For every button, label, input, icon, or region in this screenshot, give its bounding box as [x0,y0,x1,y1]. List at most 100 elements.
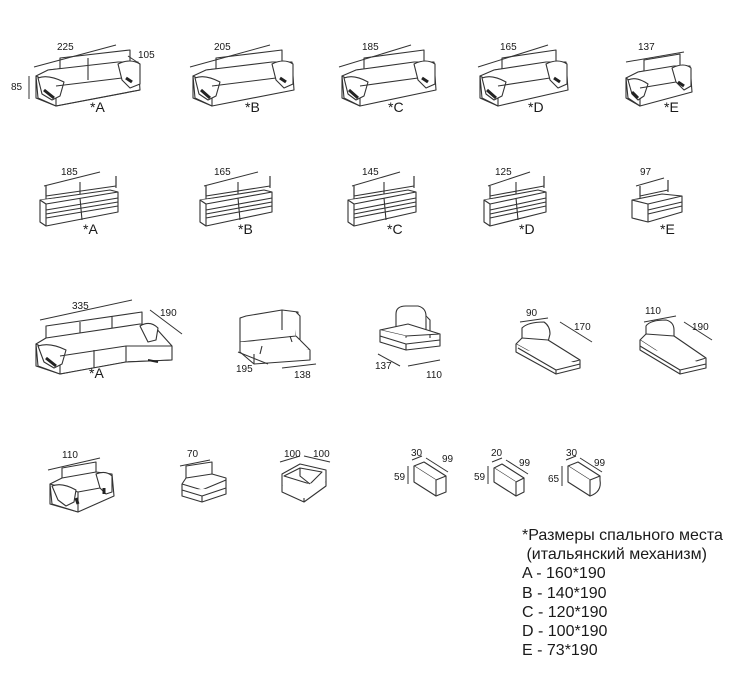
sofa-3a-corner [35,311,173,375]
dim-line [303,455,331,463]
variant-label: *A [90,99,105,115]
dim-label: 59 [474,472,486,483]
dim-line [279,455,301,463]
dim-label: 90 [526,308,538,319]
dim-line [565,455,577,461]
dim-label: 99 [594,458,606,469]
armless-chair-70 [181,461,227,503]
dim-line [425,457,449,473]
armrest-module [567,461,601,497]
dim-label: 110 [645,306,661,317]
dim-label: 145 [362,167,379,178]
dim-line [625,51,685,63]
dim-label: 137 [638,42,655,53]
variant-label: *A [83,221,98,237]
dim-label: 70 [187,449,199,460]
dim-label: 137 [375,361,392,372]
legend-item-d: D - 100*190 [522,623,608,641]
variant-label: *A [89,365,104,381]
chaise-module-90 [515,321,581,375]
dim-line [559,321,593,343]
dim-label: 185 [61,167,78,178]
dim-line [43,171,101,187]
dim-line [127,55,141,65]
dim-label: 105 [138,50,155,61]
dim-label: 335 [72,301,89,312]
sofa-2d [483,176,547,227]
block-module-2 [493,463,525,497]
dim-label: 138 [294,370,311,381]
variant-label: *B [245,99,260,115]
armchair-110 [49,461,115,513]
dim-label: 205 [214,42,231,53]
dim-line [487,171,531,187]
dim-label: 190 [692,322,709,333]
variant-label: *B [238,221,253,237]
dim-line [377,353,401,367]
dim-line [237,351,269,365]
dim-label: 100 [284,449,301,460]
variant-label: *D [528,99,544,115]
chaise-corner-module [239,309,311,365]
sleeping-area-legend: *Размеры спального места (итальянский ме… [522,526,723,660]
dim-label: 20 [491,448,503,459]
legend-item-c: C - 120*190 [522,603,608,621]
dim-line [179,459,211,467]
legend-subtitle: (итальянский механизм) [522,546,707,564]
dim-label: 170 [574,322,591,333]
sofa-2e [631,180,683,223]
dim-line [505,459,529,475]
legend-item-a: A - 160*190 [522,565,606,583]
sofa-2b [199,176,273,227]
dim-label: 195 [236,364,253,375]
dim-label: 30 [566,448,578,459]
dim-line [519,317,549,323]
dim-line [351,171,401,187]
dim-line [635,177,665,187]
dim-label: 165 [214,167,231,178]
legend-item-e: E - 73*190 [522,642,598,660]
dim-line [203,171,259,187]
corner-module [281,463,327,503]
dim-line [643,315,677,323]
chaise-module-110 [639,319,707,375]
dim-line [491,457,503,463]
legend-title: *Размеры спального места [522,527,723,544]
dim-label: 99 [442,454,454,465]
variant-label: *C [387,221,403,237]
dim-label: 59 [394,472,406,483]
dim-line [189,44,271,68]
dim-label: 100 [313,449,330,460]
variant-label: *C [388,99,404,115]
dim-label: 185 [362,42,379,53]
dim-line [579,457,603,473]
sofa-1a [35,49,141,107]
dim-line [281,363,317,369]
sofa-1b [192,49,295,107]
dim-label: 97 [640,167,652,178]
dim-label: 225 [57,42,74,53]
dim-line [477,44,549,68]
dim-label: 30 [411,448,423,459]
dim-label: 110 [62,450,78,461]
dim-line [149,309,183,335]
dim-line [47,457,101,471]
sofa-2c [347,176,417,227]
sofa-1d [479,49,569,107]
dim-line [407,359,441,367]
dim-label: 99 [519,458,531,469]
block-module-1 [413,461,447,497]
variant-label: *E [660,221,675,237]
dim-line [338,44,412,68]
dim-label: 65 [548,474,560,485]
dim-line [39,299,133,321]
dim-label: 85 [11,82,23,93]
variant-label: *E [664,99,679,115]
dim-line [683,321,713,341]
variant-label: *D [519,221,535,237]
dim-line [411,455,423,461]
sofa-2a [39,176,119,227]
sofa-1e [625,53,693,107]
dim-label: 125 [495,167,512,178]
